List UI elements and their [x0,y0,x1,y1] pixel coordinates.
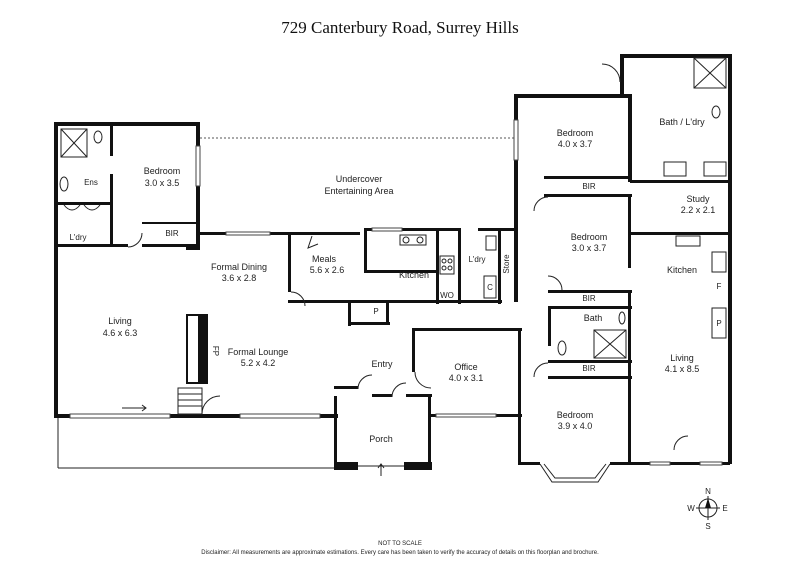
formal-lounge-label: Formal Lounge [228,347,289,357]
office-dims: 4.0 x 3.1 [449,373,484,383]
living-w-label: Living [108,316,132,326]
undercover-label-line2: Entertaining Area [324,186,393,196]
laundry-c-label: L'dry [468,255,485,264]
bedroom-mid-label: Bedroom [571,232,608,242]
study-label: Study [686,194,710,204]
bir-ne-label: BIR [582,182,596,191]
door-swing-icon [357,374,373,390]
bedroom-w-label: Bedroom [144,166,181,176]
bedroom-se-dims: 3.9 x 4.0 [558,421,593,431]
bedroom-se-label: Bedroom [557,410,594,420]
compass-s: S [705,522,710,531]
bedroom-ne-dims: 4.0 x 3.7 [558,139,593,149]
porch-label: Porch [369,434,393,444]
bath-laundry-e-label: Bath / L'dry [659,117,705,127]
dining-window [225,231,271,236]
bath-mid-label: Bath [584,313,603,323]
ensuite-fixtures [59,128,103,211]
bedroom-w-dims: 3.0 x 3.5 [145,178,180,188]
door-swing-icon [547,275,563,291]
living-e-label: Living [670,353,694,363]
page-title: 729 Canterbury Road, Surrey Hills [281,18,519,37]
fridge-e-label: F [717,282,722,291]
cupboard-label: C [487,283,493,292]
door-swing-icon [290,291,306,307]
compass-n: N [705,487,711,496]
compass-icon [696,496,720,520]
kitchen-e-label: Kitchen [667,265,697,275]
bir-mid-label: BIR [582,294,596,303]
bir-se-label: BIR [582,364,596,373]
lounge-window [239,413,321,419]
not-to-scale-label: NOT TO SCALE [378,541,422,547]
porch-pillar-left [334,462,358,470]
ensuite-label: Ens [84,178,98,187]
entry-arrow-icon [377,463,385,476]
door-swing-icon [533,362,549,378]
entry-label: Entry [371,359,393,369]
walk-in-pantry-label: WO [440,291,454,300]
study-dims: 2.2 x 2.1 [681,205,716,215]
front-steps [177,387,221,415]
bedroom-ne-window [513,119,519,161]
west-wing-walls [54,122,338,418]
formal-dining-dims: 3.6 x 2.8 [222,273,257,283]
pantry-label: P [373,307,378,316]
porch-pillar-right [404,462,432,470]
kitchen-c-label: Kitchen [399,270,429,280]
bath-laundry-fixtures [557,57,727,359]
door-swing-icon [414,371,432,389]
office-label: Office [454,362,477,372]
door-swing-icon [127,232,143,248]
living-w-dims: 4.6 x 6.3 [103,328,138,338]
bedroom-mid-dims: 3.0 x 3.7 [572,243,607,253]
office-window [435,413,497,418]
meals-dims: 5.6 x 2.6 [310,265,345,275]
bedroom-ne-label: Bedroom [557,128,594,138]
open-arrow-icon [307,235,319,249]
compass-w: W [687,504,695,513]
undercover-label-line1: Undercover [336,174,383,184]
laundry-w-label: L'dry [69,233,86,242]
bir-w-label: BIR [165,229,179,238]
fireplace-label: FP [211,346,220,356]
bedroom-window [195,145,201,187]
store-label: Store [502,254,511,274]
living-e-dims: 4.1 x 8.5 [665,364,700,374]
compass-e: E [722,504,727,513]
formal-lounge-dims: 5.2 x 4.2 [241,358,276,368]
kitchen-fixtures [399,234,497,299]
bay-window [539,463,611,483]
sliding-door-arrow-icon [122,404,147,412]
door-swing-icon [673,435,689,451]
living-window [69,413,171,419]
disclaimer-text: Disclaimer: All measurements are approxi… [201,550,599,556]
door-swing-icon [533,196,549,212]
meals-label: Meals [312,254,337,264]
door-swing-icon [601,63,621,83]
formal-dining-label: Formal Dining [211,262,267,272]
east-wing-walls [514,54,732,465]
pantry-e-label: P [716,319,721,328]
door-swing-icon [391,382,407,398]
kitchen-window [371,227,403,232]
